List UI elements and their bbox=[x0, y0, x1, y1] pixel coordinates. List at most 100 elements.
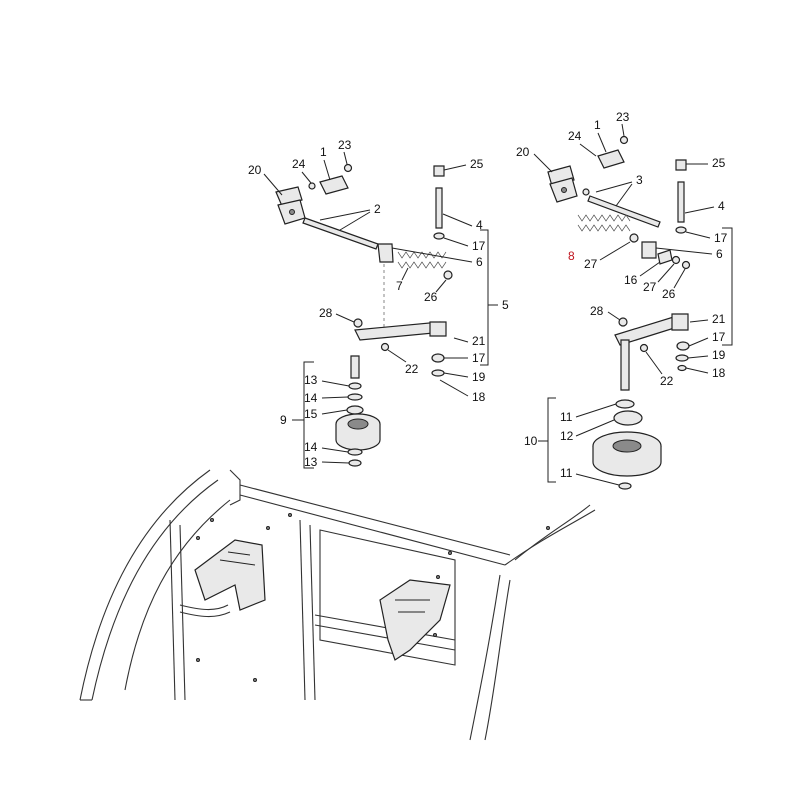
callout-right-11a[interactable]: 11 bbox=[560, 403, 617, 424]
left-callouts: 20 24 1 23 2 25 4 17 6 7 26 5 28 21 17 2… bbox=[248, 138, 509, 469]
svg-text:3: 3 bbox=[636, 173, 643, 187]
svg-text:21: 21 bbox=[472, 334, 486, 348]
callout-left-23[interactable]: 23 bbox=[338, 138, 352, 165]
callout-left-1[interactable]: 1 bbox=[320, 145, 331, 181]
svg-text:17: 17 bbox=[472, 351, 486, 365]
svg-text:4: 4 bbox=[718, 199, 725, 213]
callout-left-15[interactable]: 15 bbox=[304, 407, 348, 421]
callout-right-25[interactable]: 25 bbox=[686, 156, 726, 170]
svg-text:26: 26 bbox=[662, 287, 676, 301]
callout-left-5[interactable]: 5 bbox=[502, 298, 509, 312]
svg-text:16: 16 bbox=[624, 273, 638, 287]
callout-right-26[interactable]: 26 bbox=[662, 268, 686, 301]
right-assembly-drawing bbox=[547, 135, 733, 490]
callout-left-4[interactable]: 4 bbox=[442, 213, 483, 232]
callout-left-14b[interactable]: 14 bbox=[304, 440, 349, 454]
callout-right-19[interactable]: 19 bbox=[687, 348, 726, 362]
svg-text:24: 24 bbox=[568, 129, 582, 143]
callout-right-16[interactable]: 16 bbox=[624, 261, 661, 287]
callout-left-17a[interactable]: 17 bbox=[443, 237, 486, 253]
callout-right-23[interactable]: 23 bbox=[616, 110, 630, 137]
callout-left-21[interactable]: 21 bbox=[453, 334, 486, 348]
svg-text:20: 20 bbox=[516, 145, 530, 159]
callout-right-27b[interactable]: 27 bbox=[643, 263, 675, 294]
callout-left-9[interactable]: 9 bbox=[280, 413, 304, 427]
svg-text:18: 18 bbox=[712, 366, 726, 380]
svg-text:14: 14 bbox=[304, 440, 318, 454]
left-assembly-drawing bbox=[275, 163, 498, 469]
callout-right-27a[interactable]: 27 bbox=[584, 241, 631, 271]
callout-right-4[interactable]: 4 bbox=[684, 199, 725, 214]
svg-text:25: 25 bbox=[712, 156, 726, 170]
callout-left-24[interactable]: 24 bbox=[292, 157, 312, 184]
svg-text:6: 6 bbox=[716, 247, 723, 261]
svg-text:7: 7 bbox=[396, 279, 403, 293]
callout-left-13a[interactable]: 13 bbox=[304, 373, 350, 387]
callout-right-22[interactable]: 22 bbox=[645, 351, 674, 388]
svg-text:17: 17 bbox=[714, 231, 728, 245]
callout-right-1[interactable]: 1 bbox=[594, 118, 607, 153]
callout-left-26[interactable]: 26 bbox=[424, 279, 447, 304]
svg-text:13: 13 bbox=[304, 455, 318, 469]
svg-text:19: 19 bbox=[472, 370, 486, 384]
svg-text:28: 28 bbox=[319, 306, 333, 320]
svg-text:8: 8 bbox=[568, 249, 575, 263]
svg-text:28: 28 bbox=[590, 304, 604, 318]
callout-right-28[interactable]: 28 bbox=[590, 304, 621, 321]
callout-left-14a[interactable]: 14 bbox=[304, 391, 349, 405]
svg-text:27: 27 bbox=[584, 257, 598, 271]
callout-right-24[interactable]: 24 bbox=[568, 129, 597, 157]
svg-text:22: 22 bbox=[405, 362, 419, 376]
svg-text:20: 20 bbox=[248, 163, 262, 177]
svg-text:21: 21 bbox=[712, 312, 726, 326]
callout-right-10[interactable]: 10 bbox=[524, 434, 548, 448]
svg-text:5: 5 bbox=[502, 298, 509, 312]
svg-text:14: 14 bbox=[304, 391, 318, 405]
svg-text:23: 23 bbox=[338, 138, 352, 152]
callout-right-12[interactable]: 12 bbox=[560, 419, 615, 443]
svg-text:11: 11 bbox=[560, 466, 573, 480]
callout-left-19[interactable]: 19 bbox=[443, 370, 486, 384]
callout-left-2[interactable]: 2 bbox=[319, 202, 381, 231]
callout-left-17b[interactable]: 17 bbox=[444, 351, 486, 365]
callout-right-17a[interactable]: 17 bbox=[685, 231, 728, 245]
svg-text:1: 1 bbox=[320, 145, 327, 159]
callout-left-20[interactable]: 20 bbox=[248, 163, 283, 196]
svg-text:4: 4 bbox=[476, 218, 483, 232]
svg-text:18: 18 bbox=[472, 390, 486, 404]
callout-right-20[interactable]: 20 bbox=[516, 145, 553, 173]
callout-left-25[interactable]: 25 bbox=[443, 157, 484, 171]
svg-text:23: 23 bbox=[616, 110, 630, 124]
callout-right-3[interactable]: 3 bbox=[595, 173, 643, 207]
callout-left-7[interactable]: 7 bbox=[396, 267, 409, 293]
callout-right-11b[interactable]: 11 bbox=[560, 466, 620, 486]
callout-left-18[interactable]: 18 bbox=[439, 379, 486, 404]
svg-text:1: 1 bbox=[594, 118, 601, 132]
svg-text:15: 15 bbox=[304, 407, 318, 421]
chassis-frame bbox=[79, 469, 596, 741]
callout-right-8[interactable]: 8 bbox=[568, 249, 575, 263]
svg-text:11: 11 bbox=[560, 410, 573, 424]
callout-right-21[interactable]: 21 bbox=[689, 312, 726, 326]
callout-left-22[interactable]: 22 bbox=[387, 349, 419, 376]
right-callouts: 23 24 1 20 3 25 4 17 8 27 6 16 27 26 28 … bbox=[516, 110, 728, 486]
svg-text:27: 27 bbox=[643, 280, 657, 294]
callout-right-6[interactable]: 6 bbox=[655, 247, 723, 261]
callout-right-18[interactable]: 18 bbox=[685, 366, 726, 380]
svg-text:10: 10 bbox=[524, 434, 538, 448]
callout-right-17b[interactable]: 17 bbox=[688, 330, 726, 347]
callout-left-13b[interactable]: 13 bbox=[304, 455, 350, 469]
svg-text:25: 25 bbox=[470, 157, 484, 171]
svg-text:24: 24 bbox=[292, 157, 306, 171]
svg-text:26: 26 bbox=[424, 290, 438, 304]
svg-text:12: 12 bbox=[560, 429, 574, 443]
svg-text:19: 19 bbox=[712, 348, 726, 362]
svg-text:17: 17 bbox=[712, 330, 726, 344]
svg-text:2: 2 bbox=[374, 202, 381, 216]
callout-left-28[interactable]: 28 bbox=[319, 306, 355, 323]
callout-left-6[interactable]: 6 bbox=[391, 247, 483, 269]
svg-text:9: 9 bbox=[280, 413, 287, 427]
svg-text:13: 13 bbox=[304, 373, 318, 387]
